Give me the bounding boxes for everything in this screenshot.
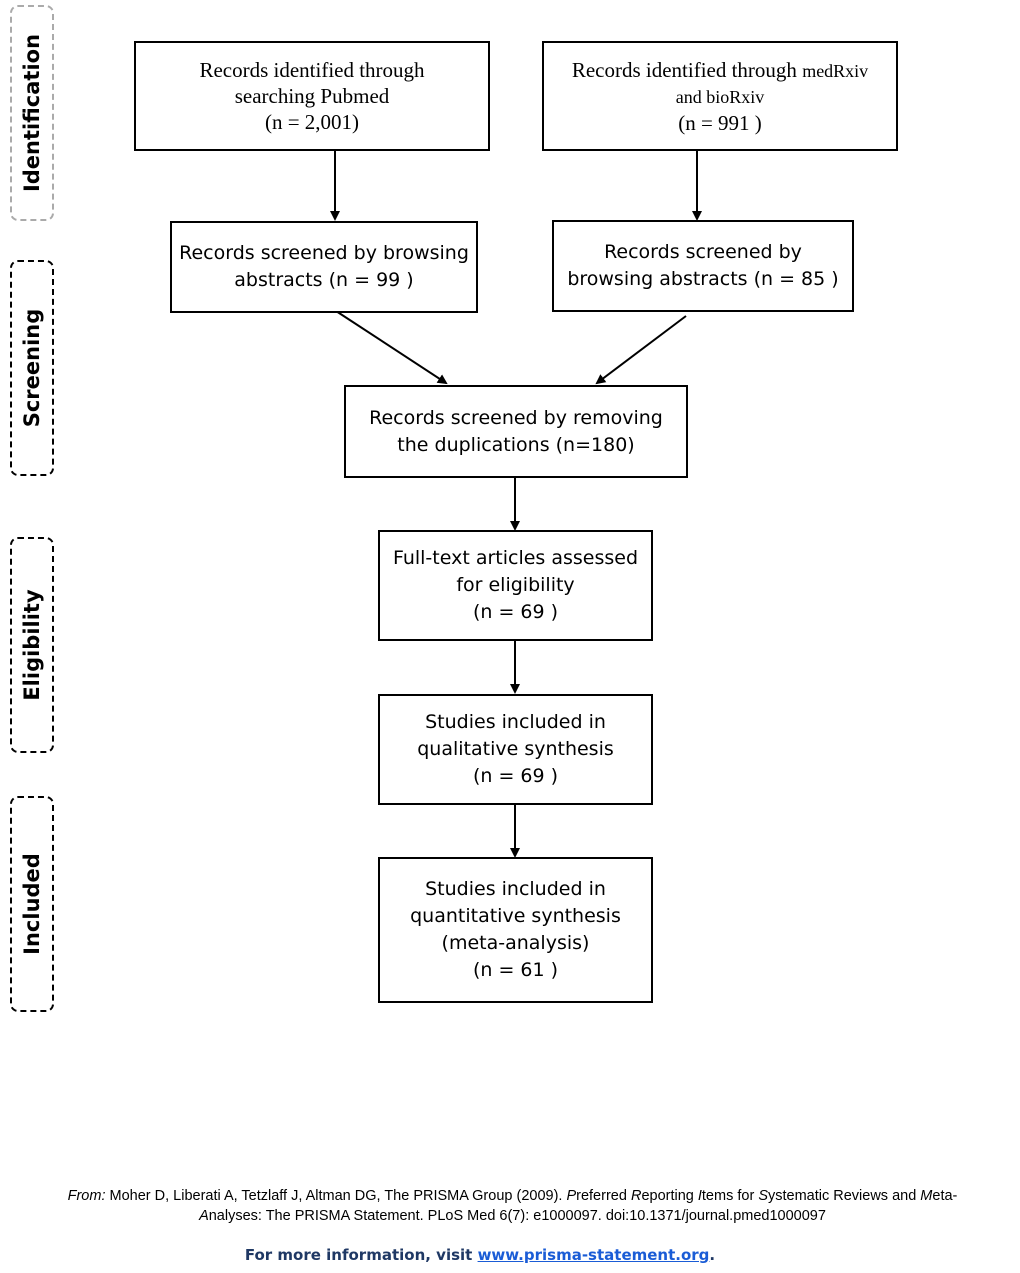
box-screen-pubmed-line2: abstracts (n = 99 )	[234, 269, 414, 291]
footer-more-info-text: For more information, visit	[244, 1246, 478, 1264]
stage-identification: Identification	[10, 5, 54, 221]
box-preprint-line1a: Records identified through	[571, 57, 803, 82]
box-fulltext-line2: for eligibility	[456, 574, 575, 596]
box-fulltext: Full-text articles assessed for eligibil…	[378, 530, 653, 641]
box-quantitative: Studies included in quantitative synthes…	[378, 857, 653, 1003]
footer-title-4: ystematic Reviews and	[767, 1188, 921, 1204]
box-fulltext-count: (n = 69 )	[472, 601, 559, 623]
box-pubmed-records: Records identified through searching Pub…	[134, 41, 490, 151]
box-qualitative-line2: qualitative synthesis	[417, 738, 614, 760]
box-quantitative-count: (n = 61 )	[472, 959, 559, 981]
footer-more-info: For more information, visit www.prisma-s…	[0, 1246, 960, 1264]
box-fulltext-line1: Full-text articles assessed	[392, 547, 639, 569]
box-pubmed-line1: Records identified through	[199, 58, 425, 82]
footer-title-2: eporting	[641, 1188, 698, 1204]
stage-screening: Screening	[10, 260, 54, 476]
footer-citation-rest: nalyses: The PRISMA Statement. PLoS Med …	[208, 1208, 826, 1224]
box-screen-pubmed: Records screened by browsing abstracts (…	[170, 221, 478, 313]
box-preprint-line1b: medRxiv	[802, 60, 869, 81]
box-dedup-line2: the duplications (n=180)	[397, 433, 635, 456]
box-screen-preprint-line2: browsing abstracts (n = 85 )	[567, 268, 839, 290]
box-quantitative-line3: (meta-analysis)	[441, 932, 590, 954]
box-preprint-line2: and bioRxiv	[675, 86, 765, 107]
footer-title-s: S	[758, 1188, 768, 1204]
footer-citation-authors: Moher D, Liberati A, Tetzlaff J, Altman …	[109, 1188, 567, 1204]
stage-eligibility: Eligibility	[10, 537, 54, 753]
footer-title-1: referred	[576, 1188, 631, 1204]
footer-period: .	[709, 1246, 716, 1264]
box-qualitative-count: (n = 69 )	[472, 765, 559, 787]
box-preprint-records: Records identified through medRxiv and b…	[542, 41, 898, 151]
box-dedup: Records screened by removing the duplica…	[344, 385, 688, 478]
box-qualitative: Studies included in qualitative synthesi…	[378, 694, 653, 805]
box-qualitative-line1: Studies included in	[425, 711, 606, 733]
footer-from-label: From:	[67, 1188, 106, 1204]
box-pubmed-line2: searching Pubmed	[234, 84, 390, 108]
box-pubmed-count: (n = 2,001)	[264, 110, 360, 134]
box-dedup-line1: Records screened by removing	[369, 406, 663, 429]
footer-title-r: R	[630, 1188, 642, 1204]
footer-citation: From: Moher D, Liberati A, Tetzlaff J, A…	[10, 1186, 1015, 1226]
box-screen-pubmed-line1: Records screened by browsing	[179, 242, 469, 264]
footer-title-m: M	[920, 1188, 933, 1204]
prisma-link[interactable]: www.prisma-statement.org	[477, 1246, 710, 1264]
box-screen-preprint-line1: Records screened by	[604, 241, 802, 263]
footer-title-i: I	[697, 1188, 702, 1204]
arrow-screen-pubmed-to-dedup	[335, 310, 448, 385]
box-preprint-line1: Records identified through medRxiv	[572, 57, 868, 84]
stage-included: Included	[10, 796, 54, 1012]
footer-title-p: P	[566, 1188, 577, 1204]
box-preprint-count: (n = 991 )	[678, 110, 762, 135]
box-quantitative-line1: Studies included in	[425, 878, 606, 900]
box-screen-preprint: Records screened by browsing abstracts (…	[552, 220, 854, 312]
footer-title-3: tems for	[701, 1188, 759, 1204]
box-quantitative-line2: quantitative synthesis	[410, 905, 621, 927]
footer-title-5: eta-	[932, 1188, 958, 1204]
footer-title-a: A	[199, 1208, 209, 1224]
arrow-screen-preprint-to-dedup	[595, 315, 687, 385]
